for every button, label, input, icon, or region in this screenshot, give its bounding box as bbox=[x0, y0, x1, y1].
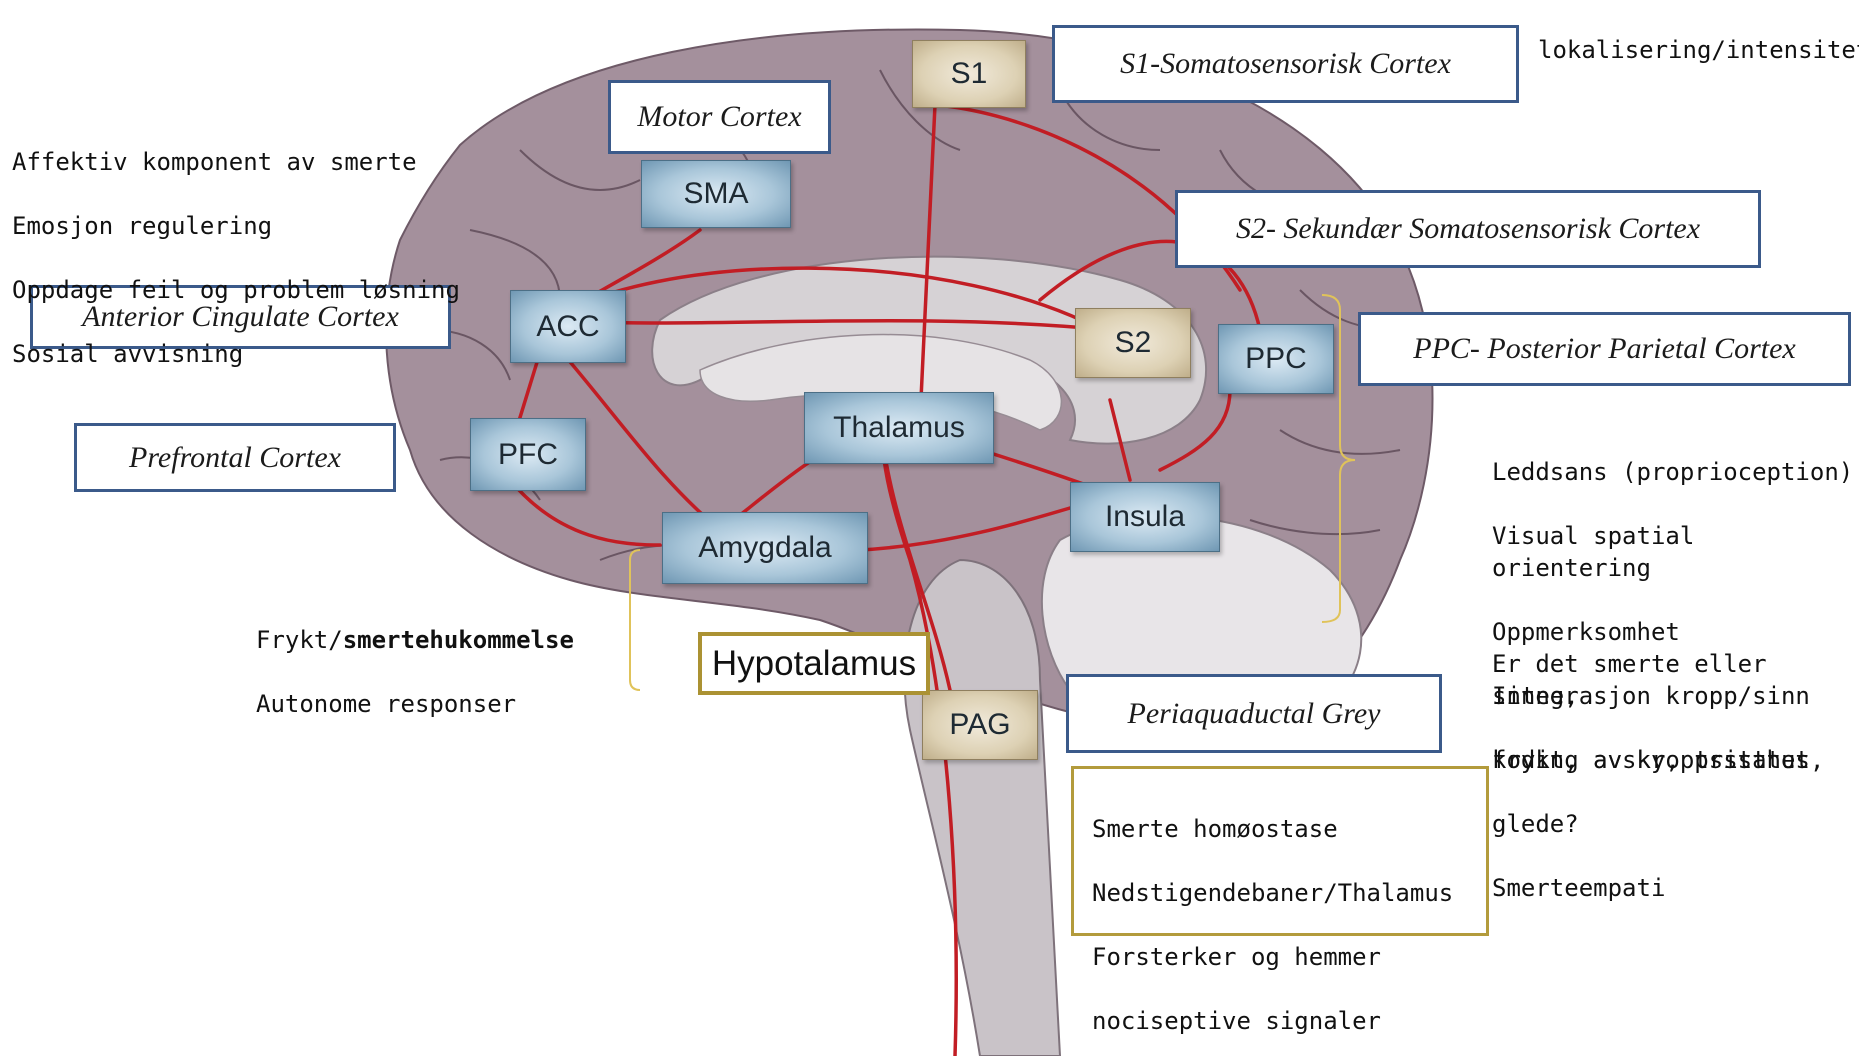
note-amygdala-functions: Frykt/smertehukommelse Autonome response… bbox=[256, 592, 574, 752]
region-amygdala: Amygdala bbox=[662, 512, 868, 584]
pag-functions-box: Smerte homøostase Nedstigendebaner/Thala… bbox=[1071, 766, 1489, 936]
note-line: Frykt/smertehukommelse bbox=[256, 624, 574, 656]
note-line: Visual spatial orientering bbox=[1492, 520, 1859, 584]
note-line: Emosjon regulering bbox=[12, 210, 460, 242]
label-s1-cortex: S1-Somatosensorisk Cortex bbox=[1052, 25, 1519, 103]
label-ppc-cortex: PPC- Posterior Parietal Cortex bbox=[1358, 312, 1851, 386]
region-acc: ACC bbox=[510, 290, 626, 363]
note-line: Forsterker og hemmer bbox=[1092, 941, 1453, 973]
note-insula-functions: Er det smerte eller sinne, frykt, avsky,… bbox=[1492, 616, 1859, 936]
note-line: Leddsans (proprioception) bbox=[1492, 456, 1859, 488]
note-line: Autonome responser bbox=[256, 688, 574, 720]
region-s1: S1 bbox=[912, 40, 1026, 108]
note-pag-functions: Smerte homøostase Nedstigendebaner/Thala… bbox=[1092, 781, 1453, 1056]
label-motor-cortex: Motor Cortex bbox=[608, 80, 831, 154]
note-s1-function: lokalisering/intensitet bbox=[1538, 34, 1859, 66]
note-line: Affektiv komponent av smerte bbox=[12, 146, 460, 178]
label-hypothalamus: Hypotalamus bbox=[698, 632, 930, 695]
note-line: Oppdage feil og problem løsning bbox=[12, 274, 460, 306]
label-periaqueductal-grey: Periaquaductal Grey bbox=[1066, 674, 1442, 753]
region-pag: PAG bbox=[922, 690, 1038, 760]
note-fear: Frykt/ bbox=[256, 626, 343, 654]
region-insula: Insula bbox=[1070, 482, 1220, 552]
note-line: Smerte homøostase bbox=[1092, 813, 1453, 845]
note-line: Smerteempati bbox=[1492, 872, 1859, 904]
note-pain-memory: smertehukommelse bbox=[343, 626, 574, 654]
region-sma: SMA bbox=[641, 160, 791, 228]
region-thalamus: Thalamus bbox=[804, 392, 994, 464]
note-acc-functions: Affektiv komponent av smerte Emosjon reg… bbox=[12, 114, 460, 402]
note-line: Sosial avvisning bbox=[12, 338, 460, 370]
label-prefrontal-cortex: Prefrontal Cortex bbox=[74, 423, 396, 492]
note-line: Nedstigendebaner/Thalamus bbox=[1092, 877, 1453, 909]
region-s2: S2 bbox=[1075, 308, 1191, 378]
region-pfc: PFC bbox=[470, 418, 586, 491]
note-line: glede? bbox=[1492, 808, 1859, 840]
note-line: Er det smerte eller sinne, bbox=[1492, 648, 1859, 712]
region-ppc: PPC bbox=[1218, 324, 1334, 394]
note-line: frykt, avsky, tristhet, bbox=[1492, 744, 1859, 776]
note-line: nociseptive signaler bbox=[1092, 1005, 1453, 1037]
label-s2-cortex: S2- Sekundær Somatosensorisk Cortex bbox=[1175, 190, 1761, 268]
